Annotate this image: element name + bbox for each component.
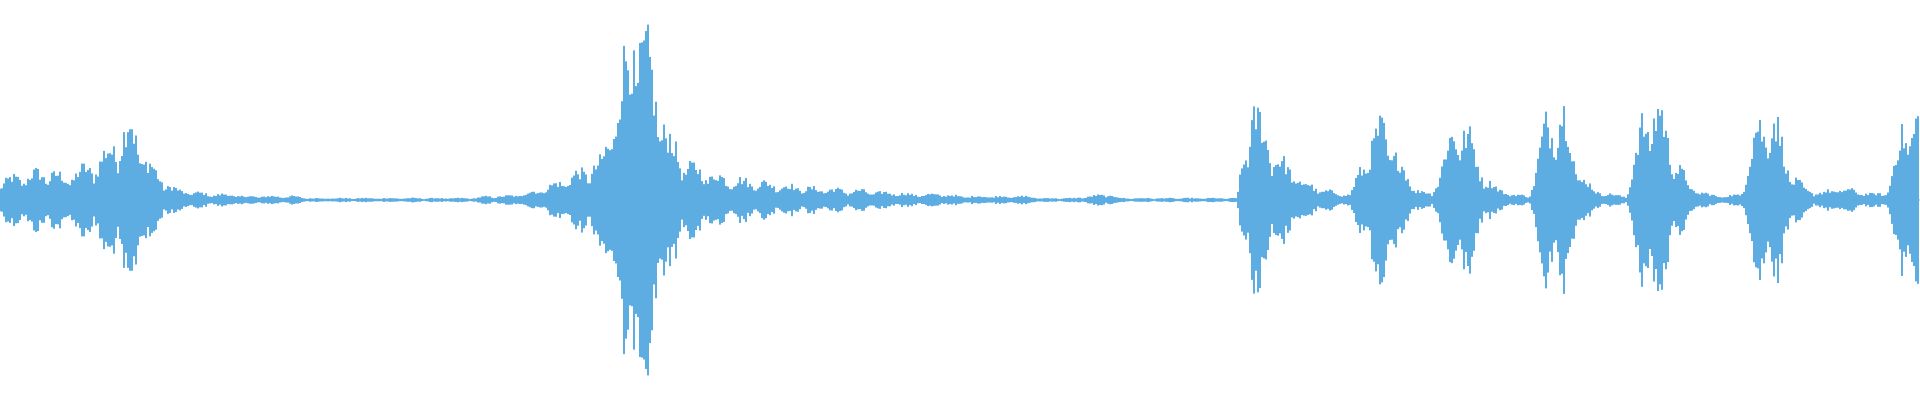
- waveform-bars: [0, 24, 1919, 376]
